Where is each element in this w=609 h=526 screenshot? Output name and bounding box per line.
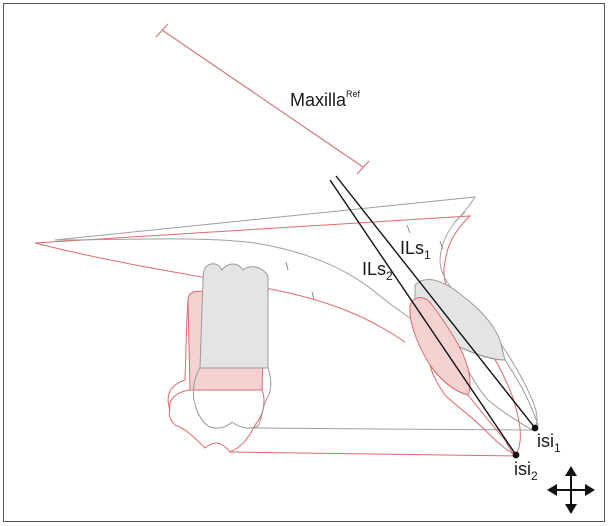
isi1-label: isi1: [537, 431, 561, 455]
isi2-point: [512, 451, 520, 459]
ils1-label: ILs1: [400, 238, 431, 262]
move-arrows-icon[interactable]: [547, 466, 595, 514]
molar-gray: [192, 263, 272, 429]
ils2-label: ILs2: [362, 259, 393, 283]
ils2-axis-line: [329, 179, 517, 456]
maxilla-ref-label: MaxillaRef: [290, 89, 361, 110]
incisor-axis-lines: [329, 175, 536, 456]
isi2-label: isi2: [514, 459, 538, 483]
isi1-point: [531, 424, 539, 432]
frame-border: [3, 3, 605, 522]
tick-marks: [285, 224, 444, 300]
maxilla-reference-line: [155, 23, 370, 175]
ils1-axis-line: [335, 175, 536, 429]
